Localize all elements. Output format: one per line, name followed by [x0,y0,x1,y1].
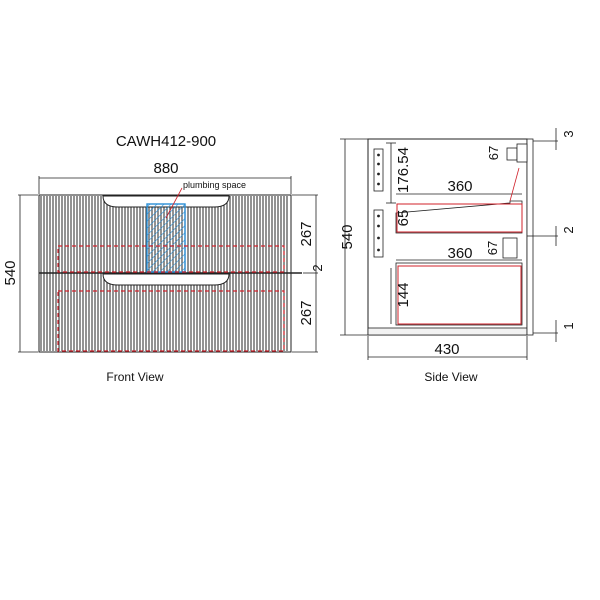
side-gap-dimensions: 3 2 1 [533,128,576,342]
lower-drawer-box [395,262,523,326]
label-65: 65 [395,210,412,227]
upper-rail [373,148,384,192]
lower-drawer-hidden [57,290,285,352]
plumbing-label: plumbing space [183,180,246,190]
lower-drawer-inner [397,265,522,325]
upper-drawer-depth-label: 360 [447,178,472,195]
front-view: 880 540 plumbing space [2,160,325,384]
side-height-dimension: 540 [339,138,368,336]
side-height-label: 540 [339,224,356,249]
upper-67-label: 67 [486,146,501,160]
drawing-title: CAWH412-900 [116,133,216,150]
plumbing-space [146,203,186,273]
top-drawer-height-label: 267 [298,221,315,246]
top-handle-cutout [102,195,230,208]
label-144: 144 [395,282,412,307]
side-cabinet-outline [367,138,528,336]
front-height-label: 540 [2,260,19,285]
side-front-panel [526,138,534,336]
side-base-panel [367,327,528,336]
upper-drawer-box [395,200,523,234]
bottom-handle-cutout [102,273,230,286]
lower-drawer-handle [502,237,518,259]
front-view-caption: Front View [106,370,163,384]
bottom-drawer-height-label: 267 [298,300,315,325]
top-gap-label: 3 [561,130,576,137]
lower-67-label: 67 [485,241,500,255]
drawer-gap-label: 2 [310,264,325,271]
side-internal-dimensions: 176.54 65 144 [386,142,412,324]
upper-drawer-inner [396,203,523,233]
label-176-54: 176.54 [395,147,412,193]
front-width-dimension: 880 [38,160,292,194]
lower-drawer-depth-label: 360 [447,245,472,262]
bottom-gap-label: 1 [561,322,576,329]
hidden-drawer-outlines [57,245,285,352]
side-view: 540 360 67 [339,128,576,384]
lower-rail [373,209,384,258]
side-view-caption: Side View [424,370,477,384]
side-depth-dimension: 430 [367,336,528,360]
plumbing-leader [165,187,183,219]
upper-drawer-hidden [57,245,285,273]
side-depth-label: 430 [434,341,459,358]
front-height-dimension: 540 [2,194,38,353]
upper-drawer-handle [506,147,518,161]
mid-gap-label: 2 [561,226,576,233]
front-drawer-dimensions: 267 267 2 [292,194,325,353]
front-width-label: 880 [153,160,178,177]
